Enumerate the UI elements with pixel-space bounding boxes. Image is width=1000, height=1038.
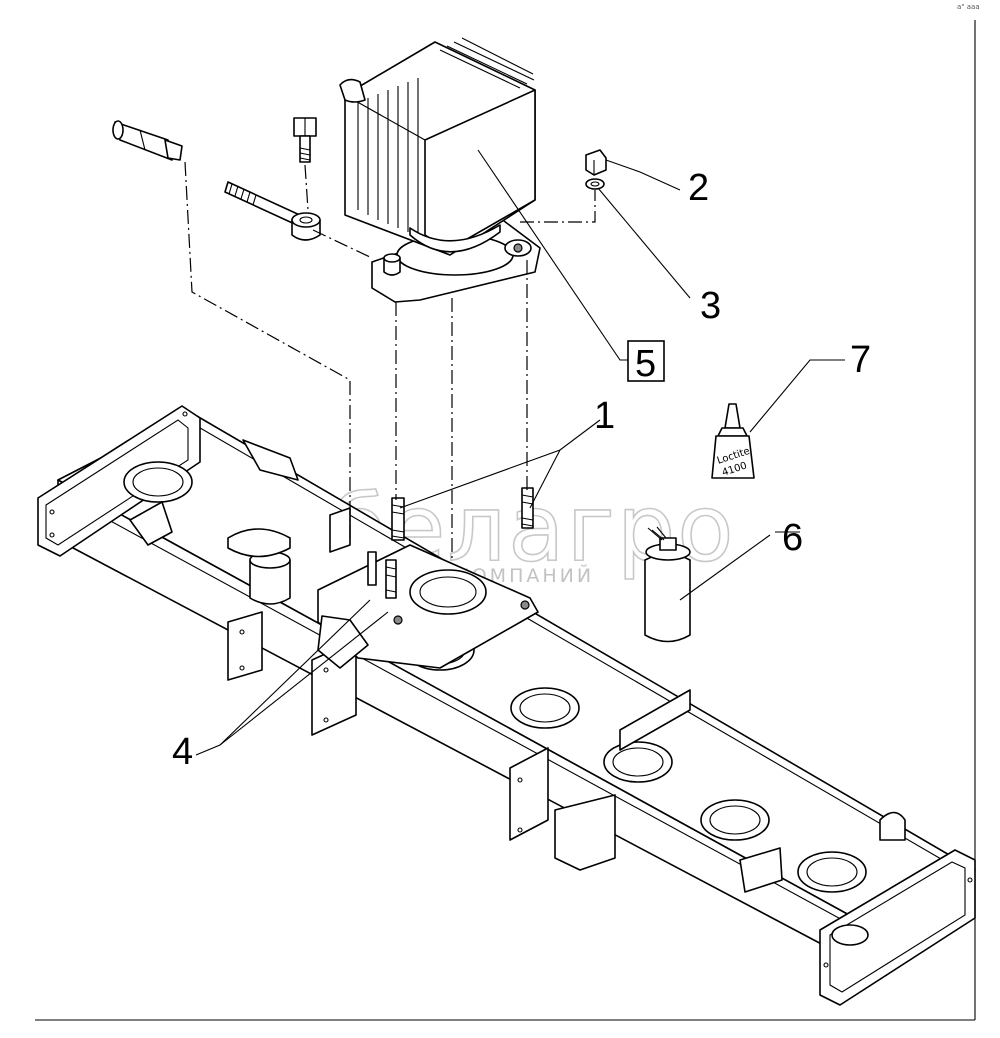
spray-can: [644, 526, 691, 643]
left-end-plate: [37, 405, 201, 557]
bracket-yoke: [554, 794, 616, 871]
callout-6: 6: [782, 517, 803, 559]
callout-3: 3: [700, 285, 721, 327]
assembly-lines: [184, 161, 596, 560]
sleeve: [249, 559, 291, 605]
callout-4: 4: [172, 731, 193, 773]
bracket-lug: [739, 847, 783, 893]
washer: [585, 178, 605, 190]
corner-mark: a" aaa: [957, 3, 980, 11]
loctite-bottle: Loctite 4100: [711, 403, 755, 479]
callout-5: 5: [635, 343, 656, 385]
electric-motor: [339, 37, 541, 303]
main-frame-beam: [37, 405, 976, 1006]
bushing: [291, 212, 321, 241]
callout-2: 2: [688, 167, 709, 209]
bolt: [293, 117, 317, 163]
lug-left: [129, 501, 173, 546]
callout-1: 1: [594, 395, 615, 437]
studs: [391, 487, 534, 541]
leader-lines: [195, 149, 845, 756]
motor-terminal: [339, 78, 366, 103]
shaft-pin: [112, 120, 183, 161]
motor-end-face: [424, 89, 536, 251]
callout-5-box: [627, 340, 665, 382]
callout-7: 7: [850, 339, 871, 381]
dowel-pins: [367, 551, 397, 599]
bracket-left: [227, 611, 263, 681]
nut: [585, 149, 607, 176]
bracket-center: [509, 747, 549, 841]
right-end-plate: [819, 849, 976, 1006]
